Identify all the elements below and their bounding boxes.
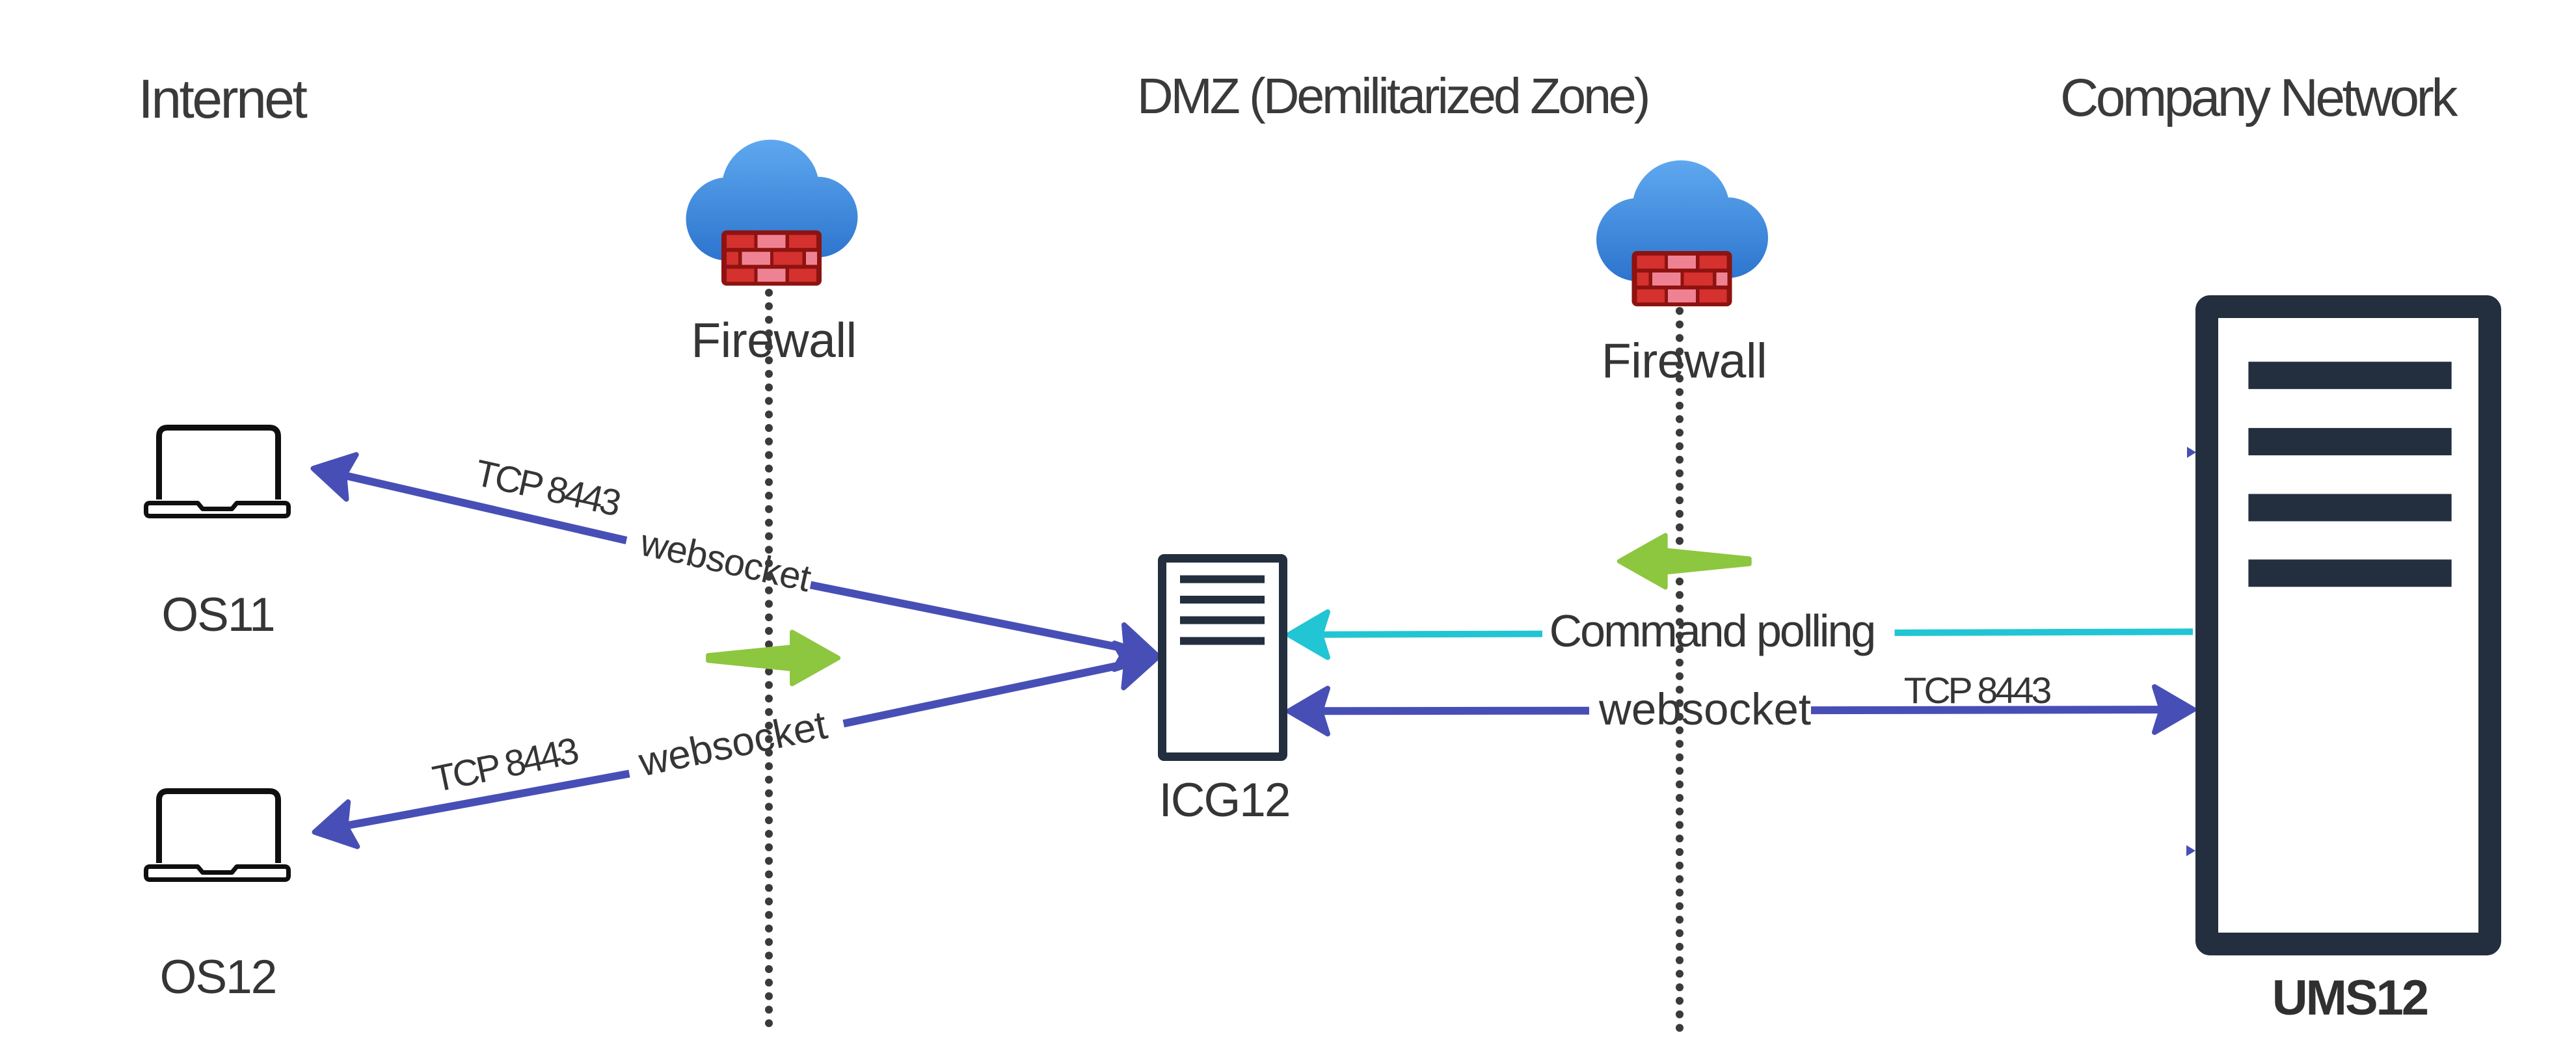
svg-text:DMZ (Demilitarized Zone): DMZ (Demilitarized Zone): [1137, 68, 1648, 124]
svg-text:Firewall: Firewall: [691, 313, 856, 367]
svg-text:Command polling: Command polling: [1550, 605, 1875, 656]
svg-text:TCP 8443: TCP 8443: [1904, 670, 2051, 712]
svg-text:Company Network: Company Network: [2060, 68, 2458, 127]
svg-text:OS12: OS12: [160, 951, 276, 1004]
svg-text:ICG12: ICG12: [1159, 774, 1290, 827]
svg-text:websocket: websocket: [636, 521, 815, 600]
svg-text:Internet: Internet: [139, 68, 308, 129]
svg-text:UMS12: UMS12: [2272, 970, 2428, 1026]
svg-text:websocket: websocket: [1598, 684, 1811, 734]
svg-text:OS11: OS11: [161, 589, 274, 641]
svg-text:Firewall: Firewall: [1602, 334, 1767, 388]
svg-text:websocket: websocket: [634, 702, 831, 785]
